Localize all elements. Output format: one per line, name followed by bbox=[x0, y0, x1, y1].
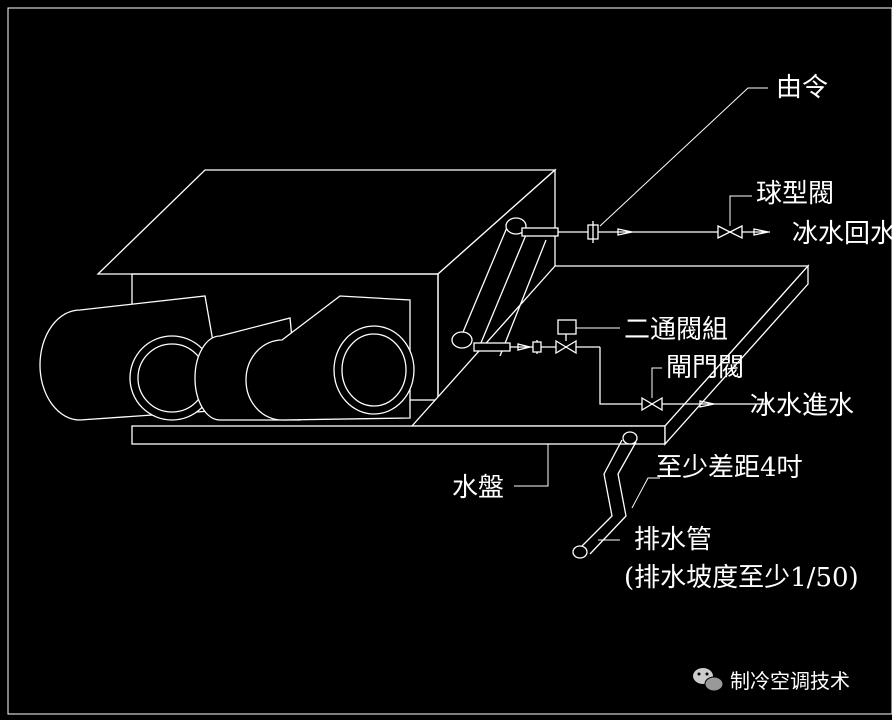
drain-pan-shape bbox=[131, 264, 810, 446]
watermark-text: 制冷空调技术 bbox=[730, 669, 850, 693]
label-min-diff: 至少差距4吋 bbox=[656, 453, 803, 483]
coil-header bbox=[451, 217, 559, 357]
label-drain-slope: (排水坡度至少1/50) bbox=[624, 563, 859, 593]
drain-pan-front bbox=[131, 425, 666, 445]
gate-valve-symbol bbox=[641, 396, 654, 412]
label-drain-pan: 水盤 bbox=[452, 473, 504, 503]
drawing-frame bbox=[7, 7, 892, 715]
blower-right bbox=[245, 295, 415, 421]
globe-valve-symbol bbox=[717, 224, 732, 240]
label-globe-valve: 球型閥 bbox=[756, 179, 834, 209]
return-piping bbox=[558, 87, 770, 243]
wechat-icon bbox=[693, 668, 724, 692]
label-two-way-valve: 二通閥組 bbox=[624, 315, 728, 345]
watermark: 制冷空调技术 bbox=[693, 668, 850, 693]
drain-pipe-shape bbox=[514, 431, 660, 559]
union-leader bbox=[599, 87, 768, 227]
drain-pan-right bbox=[664, 264, 809, 446]
supply-piping bbox=[510, 319, 770, 412]
label-gate-valve: 閘門閥 bbox=[666, 353, 744, 383]
label-chilled-supply: 冰水進水 bbox=[750, 391, 854, 421]
label-chilled-return: 冰水回水 bbox=[792, 219, 892, 249]
label-drain-pipe: 排水管 bbox=[634, 525, 712, 555]
blower-left bbox=[39, 295, 226, 421]
label-union: 由令 bbox=[776, 73, 828, 103]
two-way-valve-symbol bbox=[555, 339, 568, 355]
